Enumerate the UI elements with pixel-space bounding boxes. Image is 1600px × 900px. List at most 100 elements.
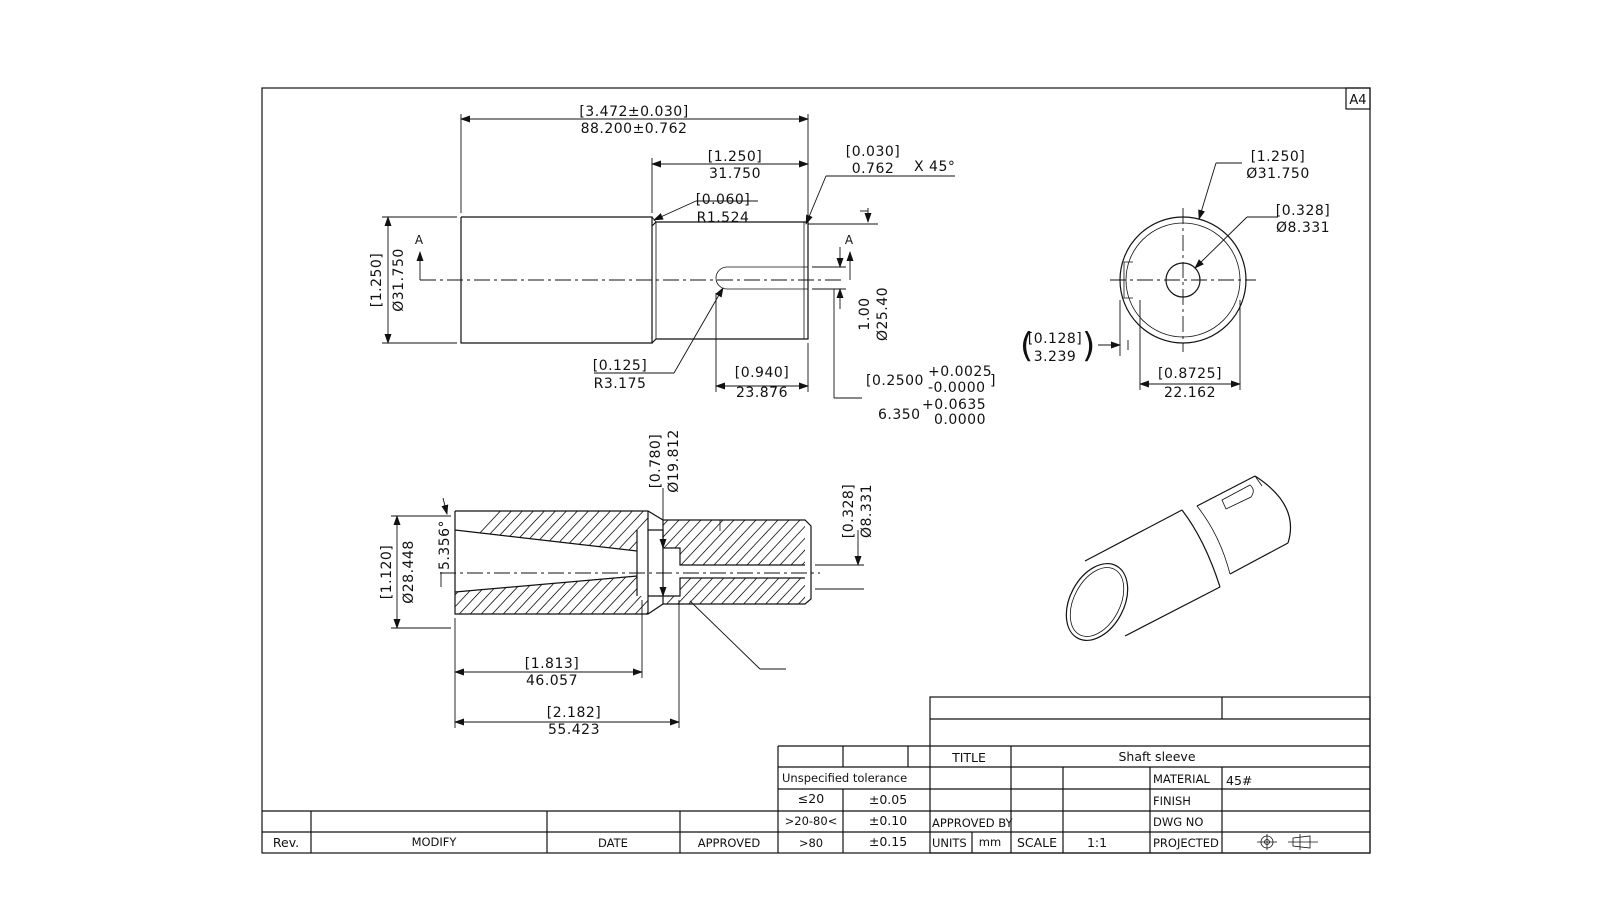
slot-width-mm-upper: +0.0635 [922,397,986,413]
scale-value: 1:1 [1087,835,1107,850]
chamfer-angle: X 45° [914,159,955,175]
tolerance-value-2: ±0.15 [869,834,907,849]
hatch-line [897,490,1037,640]
taper-angle: 5.356° [437,520,453,570]
dim-slot-radius: [0.125] R3.175 [593,287,724,392]
section-arrow-left: A [415,233,424,280]
projected-label: PROJECTED [1153,836,1219,850]
dim-step-length: [1.250] 31.750 [651,149,809,213]
slot-width-mm-lower: 0.0000 [934,412,986,428]
slot-radius-in: [0.125] [593,358,648,374]
overall-length-in: [3.472±0.030] [579,104,688,120]
hatch-line [663,578,675,604]
counterbore-diameter-in: [0.780] [648,434,664,489]
svg-text:A: A [415,233,424,247]
hatch-line [897,490,1037,640]
material-label: MATERIAL [1153,772,1210,786]
tolerance-range-2: >80 [799,836,823,850]
dim-taper-length: [1.813] 46.057 [454,600,643,728]
minor-diameter-in: 1.00 [857,297,873,330]
counterbore-depth-mm: 55.423 [548,722,600,738]
hatch-line [663,578,697,604]
dim-end-outer-diameter: [1.250] Ø31.750 [1198,149,1310,220]
hatch-line [522,511,648,551]
section-arrow-right: A [845,233,854,280]
minor-diameter-mm: Ø25.40 [875,287,891,341]
hatch-line [455,511,543,551]
dim-fillet: [0.060] R1.524 [653,192,758,226]
hatch-line [456,511,598,551]
dim-slot-length: [0.940] 23.876 [715,293,809,401]
section-view: [1.120] Ø28.448 5.356° [0.780] Ø19.812 [… [379,429,1037,738]
rev-label: Rev. [273,835,299,850]
step-length-mm: 31.750 [709,166,761,182]
slot-width-in-upper: +0.0025 [928,364,992,380]
hatch-line [478,511,620,551]
date-label: DATE [598,836,628,850]
sheet-border: A4 [261,87,1371,854]
taper-length-in: [1.813] [525,656,580,672]
hatch-line [511,511,648,551]
svg-text:): ) [1082,326,1095,366]
tolerance-range-1: >20-80< [785,814,838,828]
approved-label: APPROVED [698,836,761,850]
hatch-line [663,520,675,565]
hatch-line [663,520,686,565]
counterbore-diameter-mm: Ø19.812 [666,429,682,493]
hatch-line [533,511,648,551]
slot-length-mm: 23.876 [736,385,788,401]
taper-diameter-mm: Ø28.448 [401,540,417,604]
dim-major-diameter: [1.250] Ø31.750 [369,216,457,344]
dim-chamfer: [0.030] 0.762 X 45° [805,144,955,225]
hatch-line [875,490,1015,640]
step-length-in: [1.250] [708,149,763,165]
dim-end-bore-diameter: [0.328] Ø8.331 [1194,203,1330,269]
end-view: [1.250] Ø31.750 [0.328] Ø8.331 ( ) [0.12… [1020,149,1330,401]
end-outer-diameter-mm: Ø31.750 [1246,166,1310,182]
title-value: Shaft sleeve [1118,749,1195,764]
sheet-size-label: A4 [1349,93,1366,108]
slot-width-in-base: [0.2500 [866,373,924,389]
dim-minor-diameter: 1.00 Ø25.40 [812,247,891,341]
hatch-line [864,490,1004,640]
hatch-line [875,490,1015,640]
slot-width-in-lower: -0.0000 [928,380,986,396]
chamfer-in: [0.030] [846,144,901,160]
title-label: TITLE [951,750,986,765]
slot-width-in-close: ] [990,373,996,389]
hatch-line [544,576,648,614]
hatch-line [455,511,554,551]
slot-length-in: [0.940] [735,365,790,381]
hatch-line [663,578,686,604]
hatch-line [875,490,1015,640]
hatch-line [555,511,648,551]
end-across-flat-mm: 22.162 [1164,385,1216,401]
hatch-line [455,511,587,551]
slot-radius-mm: R3.175 [594,376,647,392]
projection-symbol-icon [1257,834,1318,850]
hatch-line [455,511,565,551]
hatch-line [864,490,1004,640]
hatch-line [897,490,1037,640]
hatch-line [467,511,609,551]
hatch-line [897,490,1037,640]
hatch-line [886,490,1026,640]
fillet-mm: R1.524 [697,210,750,226]
section-leader [689,600,761,670]
dim-counterbore-depth: [2.182] 55.423 [454,600,680,738]
end-across-flat-in: [0.8725] [1158,366,1222,382]
scale-label: SCALE [1017,835,1057,850]
overall-length-mm: 88.200±0.762 [581,121,688,137]
title-block: TITLE Shaft sleeve Unspecified tolerance… [262,696,1371,854]
tolerance-range-0: ≤20 [798,791,824,806]
end-outer-diameter-in: [1.250] [1251,149,1306,165]
end-bore-diameter-mm: Ø8.331 [1276,220,1330,236]
dim-counterbore-diameter: [0.780] Ø19.812 [648,429,682,597]
tolerance-header: Unspecified tolerance [782,771,907,785]
major-diameter-in: [1.250] [369,253,385,308]
units-value: mm [979,835,1001,849]
dim-end-flat-depth: ( ) [0.128] 3.239 [1020,300,1129,366]
section-bore-diameter-in: [0.328] [841,484,857,539]
hatch-line [544,511,648,551]
hatch-line [886,490,1026,640]
